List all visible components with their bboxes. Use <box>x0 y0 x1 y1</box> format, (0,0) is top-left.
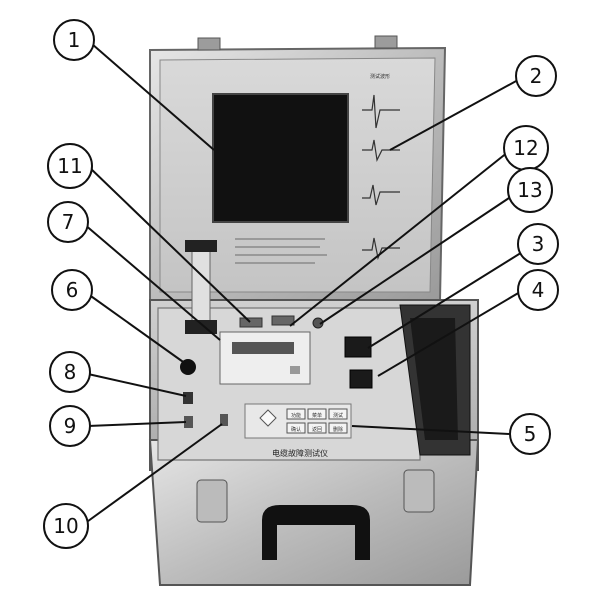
leader-10 <box>83 423 223 525</box>
lid-latch-left <box>197 37 221 51</box>
key-5-label: 返回 <box>312 426 322 433</box>
printer-button[interactable] <box>290 366 300 374</box>
lid-latch-right <box>374 35 398 49</box>
svg-text:4: 4 <box>532 278 545 302</box>
keypad: 功能 菜单 测试 确认 返回 删除 <box>244 403 352 439</box>
port-connector-a[interactable] <box>239 317 263 328</box>
callout-11: 11 <box>47 143 93 189</box>
front-latch-left[interactable] <box>196 479 228 523</box>
leader-8 <box>87 373 187 397</box>
waveform-3 <box>362 184 400 206</box>
ribbon-strip <box>191 243 211 325</box>
leader-11 <box>87 165 251 323</box>
svg-text:1: 1 <box>68 28 81 52</box>
device-label: 电缆故障测试仪 <box>272 448 328 458</box>
leader-lines <box>83 43 533 525</box>
key-2[interactable] <box>307 408 327 420</box>
svg-text:8: 8 <box>64 360 77 384</box>
svg-text:6: 6 <box>66 278 79 302</box>
svg-text:10: 10 <box>53 514 78 538</box>
thermal-printer <box>219 331 311 385</box>
callout-9: 9 <box>49 405 91 447</box>
leader-3 <box>367 245 533 349</box>
leader-2 <box>389 79 519 151</box>
callout-3: 3 <box>517 223 559 265</box>
case-body <box>148 299 480 586</box>
toggle-switch[interactable] <box>183 392 193 404</box>
leader-9 <box>87 421 187 427</box>
callout-10: 10 <box>43 503 89 549</box>
callouts: 1 2 3 4 5 6 7 8 <box>43 19 559 549</box>
leader-4 <box>377 291 521 377</box>
jack-right[interactable] <box>220 414 228 426</box>
waveform-1 <box>362 94 400 129</box>
lid: 测试波形 <box>149 35 447 301</box>
jack-left[interactable] <box>184 416 193 428</box>
keypad-keys: 功能 菜单 测试 确认 返回 删除 <box>286 408 348 434</box>
power-socket[interactable] <box>344 336 372 358</box>
key-6[interactable] <box>328 422 348 434</box>
callout-4: 4 <box>517 269 559 311</box>
svg-text:5: 5 <box>524 422 537 446</box>
callout-6: 6 <box>51 269 93 311</box>
key-4-label: 确认 <box>291 426 301 433</box>
svg-text:7: 7 <box>62 210 75 234</box>
waveform-reference-chart: 测试波形 <box>362 73 400 261</box>
waveform-4 <box>362 237 400 261</box>
key-3[interactable] <box>328 408 348 420</box>
leader-13 <box>319 195 513 325</box>
ribbon-connector-top <box>185 240 217 252</box>
svg-text:13: 13 <box>517 178 542 202</box>
key-3-label: 测试 <box>333 412 343 419</box>
callout-13: 13 <box>507 167 553 213</box>
leader-1 <box>91 43 215 151</box>
callout-12: 12 <box>503 125 549 171</box>
lid-chart-title: 测试波形 <box>370 73 390 80</box>
leader-7 <box>83 223 221 341</box>
printer-slot <box>232 342 294 354</box>
svg-text:12: 12 <box>513 136 538 160</box>
callout-5: 5 <box>509 413 551 455</box>
arrow-key-diamond[interactable] <box>259 409 277 427</box>
port-connector-b[interactable] <box>271 315 295 326</box>
callout-7: 7 <box>47 201 89 243</box>
front-latches <box>196 469 435 523</box>
svg-text:3: 3 <box>532 232 545 256</box>
waveform-2 <box>362 139 400 162</box>
instruction-text-block <box>235 238 327 264</box>
svg-text:9: 9 <box>64 414 77 438</box>
key-6-label: 删除 <box>333 426 343 433</box>
callout-8: 8 <box>49 351 91 393</box>
front-latch-right[interactable] <box>403 469 435 513</box>
key-2-label: 菜单 <box>312 412 322 419</box>
key-4[interactable] <box>286 422 306 434</box>
ribbon-cable <box>185 240 217 334</box>
callout-1: 1 <box>53 19 95 61</box>
leader-6 <box>87 293 187 365</box>
key-5[interactable] <box>307 422 327 434</box>
key-1[interactable] <box>286 408 306 420</box>
callout-2: 2 <box>515 55 557 97</box>
storage-cables <box>410 318 458 440</box>
printer-body <box>219 331 311 385</box>
power-switch[interactable] <box>349 369 373 389</box>
svg-text:2: 2 <box>530 64 543 88</box>
leader-5 <box>351 425 511 435</box>
lcd-screen <box>212 93 349 223</box>
handle-grip[interactable] <box>262 505 370 560</box>
leader-12 <box>289 151 509 327</box>
carry-handle[interactable] <box>262 505 370 560</box>
key-1-label: 功能 <box>291 412 301 419</box>
svg-text:11: 11 <box>57 154 82 178</box>
ribbon-connector-bottom <box>185 320 217 334</box>
